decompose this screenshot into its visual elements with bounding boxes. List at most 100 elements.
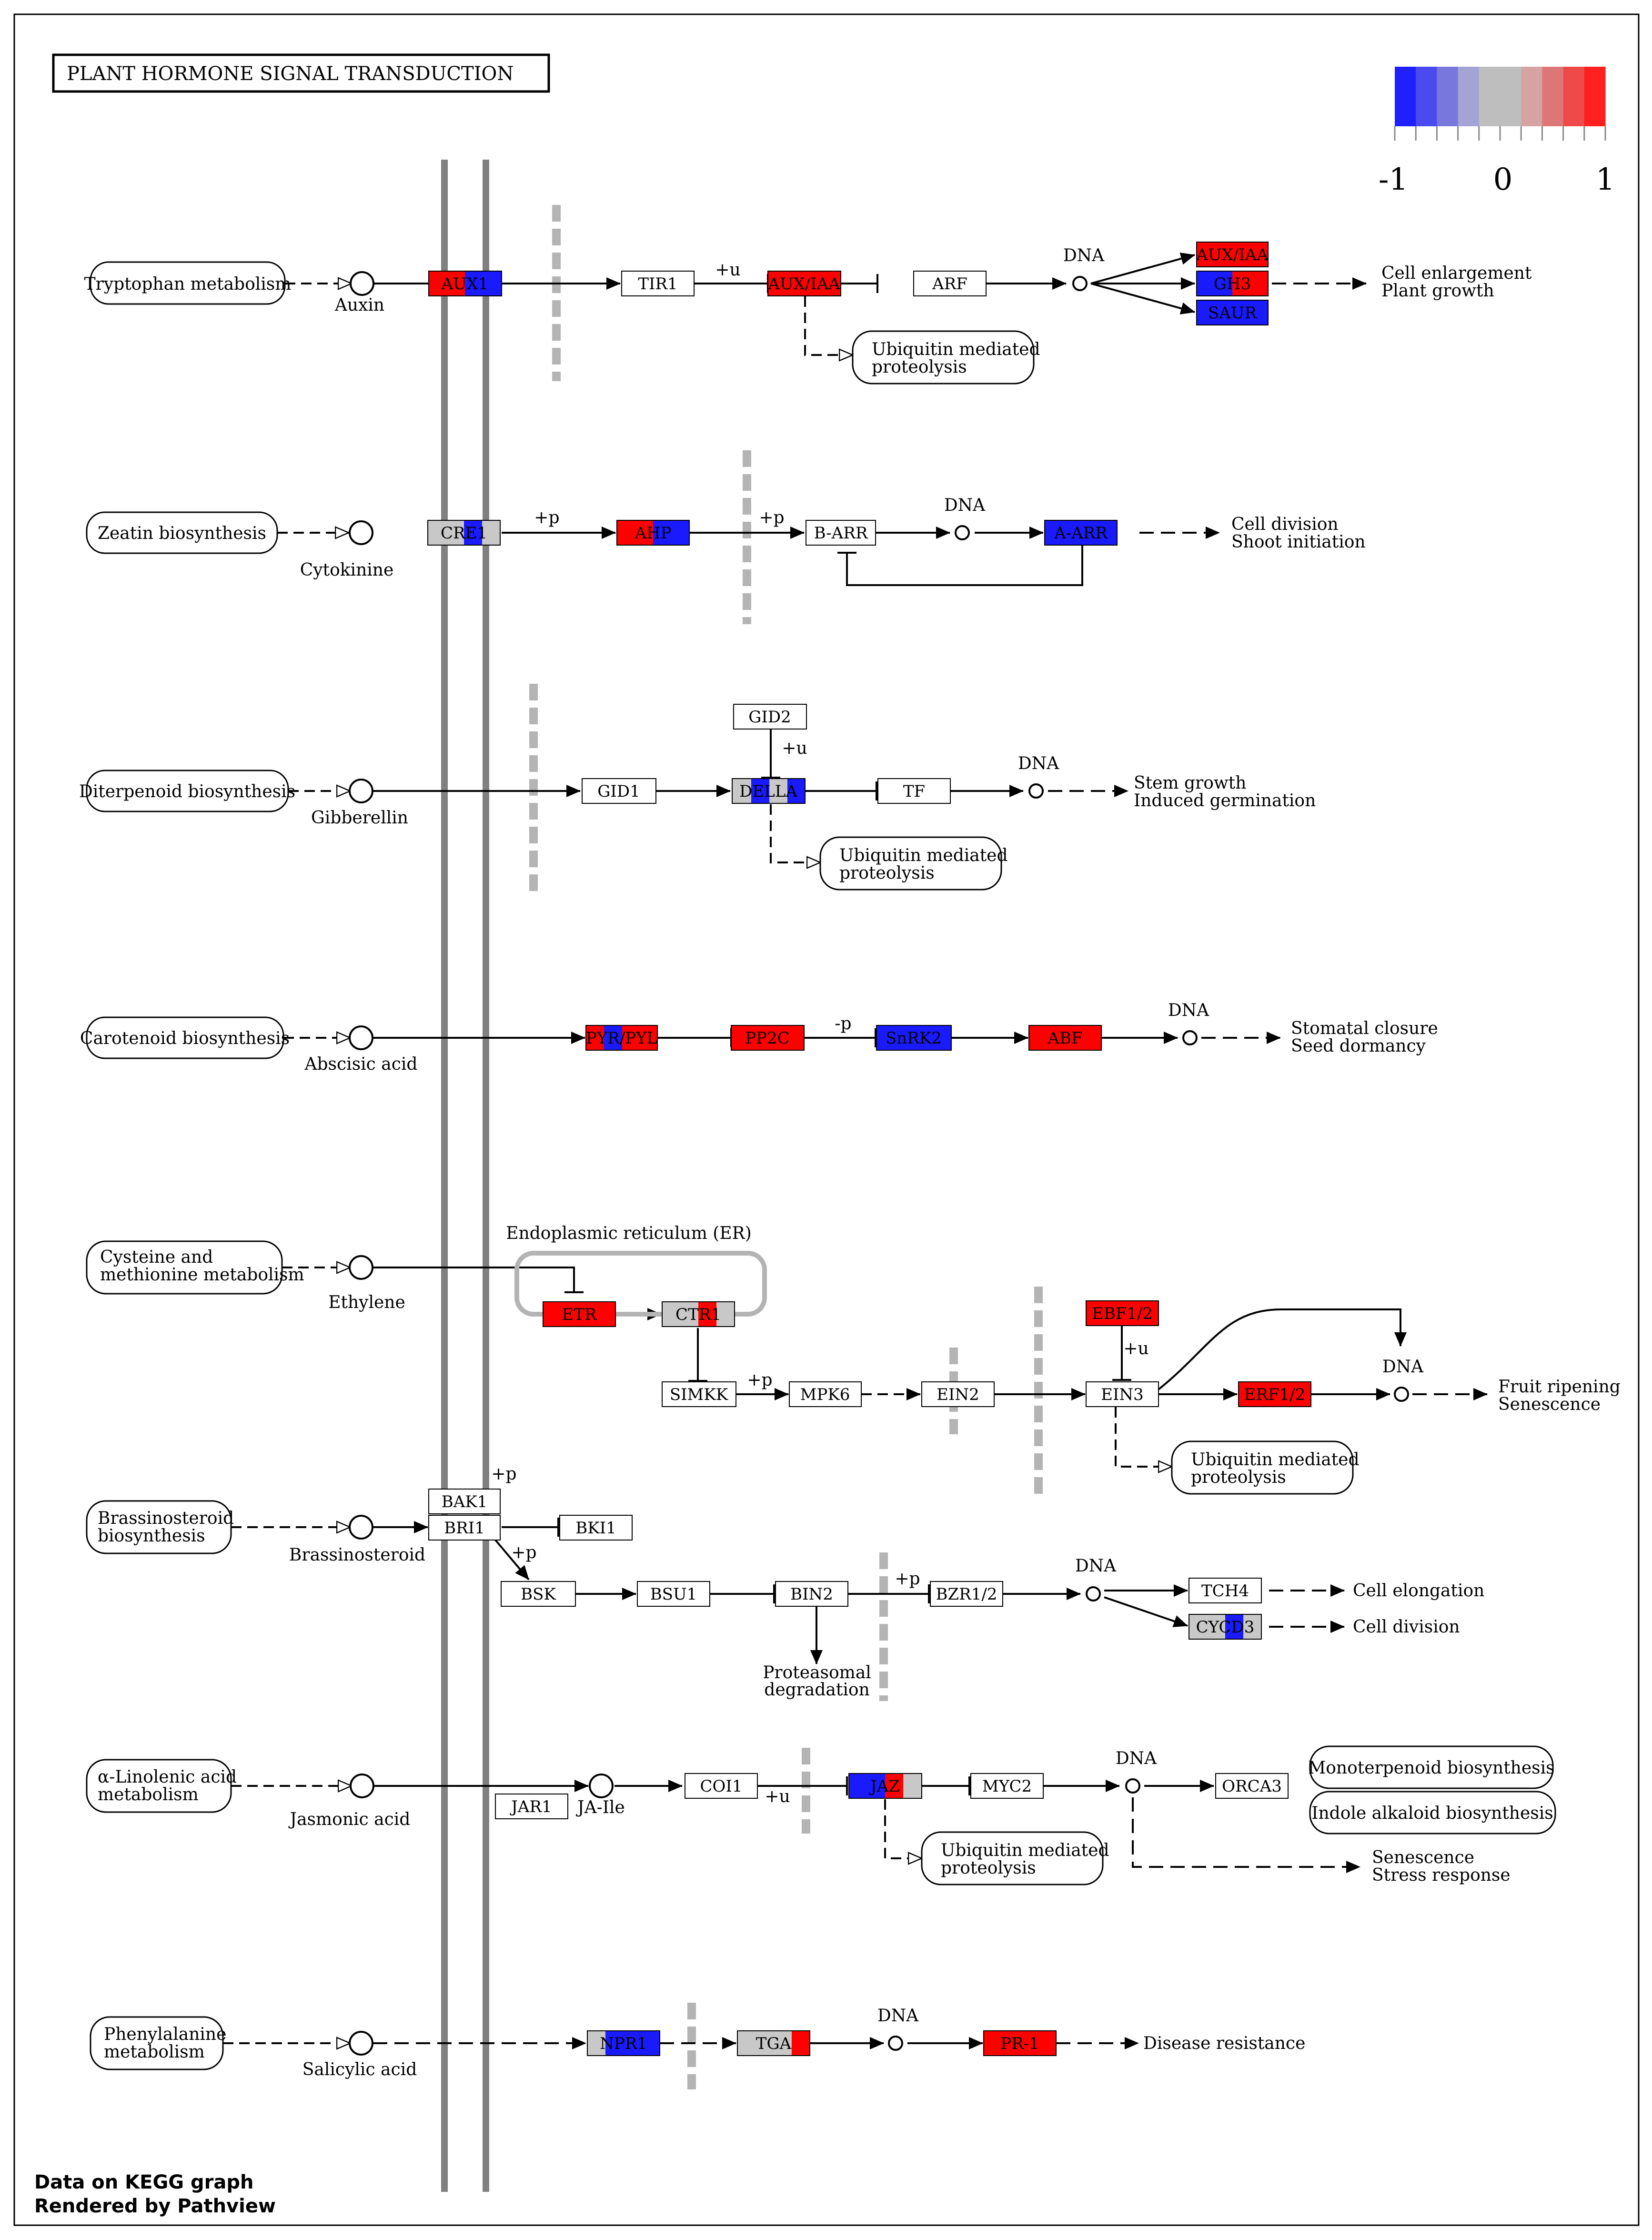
ubiquitin-map-4[interactable]: Ubiquitin mediated proteolysis xyxy=(921,1831,1109,1885)
gene-bin2[interactable]: BIN2 xyxy=(775,1581,848,1607)
footer-line-1: Data on KEGG graph xyxy=(34,2171,254,2193)
gene-npr1[interactable]: NPR1 xyxy=(587,2030,660,2056)
gene-label: CYCD3 xyxy=(1196,1618,1255,1637)
gene-gh3[interactable]: GH3 xyxy=(1196,271,1269,296)
modifier-label: +p xyxy=(534,508,559,527)
gene-bki1[interactable]: BKI1 xyxy=(559,1515,633,1541)
compound-label: Gibberellin xyxy=(311,808,408,828)
legend-min: -1 xyxy=(1379,162,1408,197)
gene-ein3[interactable]: EIN3 xyxy=(1086,1381,1159,1407)
gene-label: EIN3 xyxy=(1101,1385,1144,1404)
salicylic-circle xyxy=(349,2031,373,2056)
gene-auxiaa-2[interactable]: AUX/IAA xyxy=(1196,242,1269,267)
outcome-label: Cell division xyxy=(1353,1617,1460,1637)
gene-myc2[interactable]: MYC2 xyxy=(970,1773,1044,1799)
outcome-label: Plant growth xyxy=(1381,281,1494,301)
gene-pyr-pyl[interactable]: PYR/PYL xyxy=(585,1025,658,1051)
gene-cycd3[interactable]: CYCD3 xyxy=(1189,1614,1262,1640)
title-box: PLANT HORMONE SIGNAL TRANSDUCTION xyxy=(52,53,550,93)
gene-label: BAK1 xyxy=(442,1492,488,1511)
gene-etr[interactable]: ETR xyxy=(543,1301,616,1327)
ubiquitin-map-2[interactable]: Ubiquitin mediated proteolysis xyxy=(819,836,1008,891)
outcome-label: Cell division xyxy=(1231,515,1339,534)
gene-mpk6[interactable]: MPK6 xyxy=(789,1381,862,1407)
gene-pp2c[interactable]: PP2C xyxy=(731,1025,805,1051)
outcome-label: Cell enlargement xyxy=(1381,264,1532,283)
map-indole[interactable]: Indole alkaloid biosynthesis xyxy=(1309,1791,1556,1835)
gene-cre1[interactable]: CRE1 xyxy=(427,520,501,546)
map-label: α-Linolenic acid xyxy=(98,1767,237,1787)
gene-tga[interactable]: TGA xyxy=(737,2030,810,2056)
legend-cell xyxy=(1437,67,1459,126)
gene-b-arr[interactable]: B-ARR xyxy=(806,520,876,546)
dna-label: DNA xyxy=(944,496,986,515)
gene-label: CRE1 xyxy=(441,524,487,543)
gene-bsu1[interactable]: BSU1 xyxy=(637,1581,710,1607)
gene-ctr1[interactable]: CTR1 xyxy=(662,1301,735,1327)
map-phenylalanine[interactable]: Phenylalanine metabolism xyxy=(90,2016,226,2070)
gene-ein2[interactable]: EIN2 xyxy=(921,1381,995,1407)
dna-label: DNA xyxy=(1063,246,1105,265)
gene-ahp[interactable]: AHP xyxy=(616,520,690,546)
ja-ile-circle xyxy=(589,1774,614,1798)
map-zeatin[interactable]: Zeatin biosynthesis xyxy=(86,511,278,554)
gene-auxiaa[interactable]: AUX/IAA xyxy=(767,271,841,296)
gene-tir1[interactable]: TIR1 xyxy=(621,271,695,296)
gene-jaz[interactable]: JAZ xyxy=(848,1773,922,1799)
gene-abf[interactable]: ABF xyxy=(1028,1025,1102,1051)
map-carotenoid[interactable]: Carotenoid biosynthesis xyxy=(80,1016,290,1059)
gene-coi1[interactable]: COI1 xyxy=(685,1773,758,1799)
map-label: Diterpenoid biosynthesis xyxy=(79,782,295,801)
gene-saur[interactable]: SAUR xyxy=(1196,300,1269,325)
er-compartment xyxy=(514,1251,767,1317)
map-label: proteolysis xyxy=(1191,1468,1286,1487)
dna-circle-8 xyxy=(888,2036,903,2051)
map-linolenic[interactable]: α-Linolenic acid metabolism xyxy=(86,1759,237,1813)
outcome-label: Stress response xyxy=(1372,1865,1511,1885)
gene-arf[interactable]: ARF xyxy=(913,271,987,296)
nuclear-barriers xyxy=(529,205,1043,2089)
gene-bri1[interactable]: BRI1 xyxy=(428,1515,501,1541)
gene-bsk[interactable]: BSK xyxy=(501,1581,576,1607)
gene-gid1[interactable]: GID1 xyxy=(582,778,656,804)
outcome-label: Stem growth xyxy=(1134,773,1246,793)
map-brassino[interactable]: Brassinosteroid biosynthesis xyxy=(86,1500,234,1554)
er-label: Endoplasmic reticulum (ER) xyxy=(506,1224,752,1243)
ubiquitin-map-3[interactable]: Ubiquitin mediated proteolysis xyxy=(1171,1440,1360,1495)
map-label: methionine metabolism xyxy=(100,1265,304,1285)
gene-jar1[interactable]: JAR1 xyxy=(495,1794,568,1819)
gene-bak1[interactable]: BAK1 xyxy=(428,1489,501,1514)
gene-label: BIN2 xyxy=(790,1585,833,1604)
gene-tf[interactable]: TF xyxy=(877,778,951,804)
gene-gid2[interactable]: GID2 xyxy=(733,704,807,730)
map-cysteine[interactable]: Cysteine and methionine metabolism xyxy=(86,1240,304,1295)
gene-label: BZR1/2 xyxy=(936,1585,997,1604)
map-diterpenoid[interactable]: Diterpenoid biosynthesis xyxy=(79,770,295,812)
dna-circle-6 xyxy=(1086,1586,1101,1601)
gene-label: TIR1 xyxy=(638,274,677,294)
gene-label: BRI1 xyxy=(444,1519,485,1538)
gene-snrk2[interactable]: SnRK2 xyxy=(876,1025,952,1051)
modifier-label: +p xyxy=(511,1543,536,1562)
gene-orca3[interactable]: ORCA3 xyxy=(1215,1773,1289,1799)
gene-tch4[interactable]: TCH4 xyxy=(1189,1578,1262,1603)
map-label: Tryptophan metabolism xyxy=(84,274,292,294)
gene-aux1[interactable]: AUX1 xyxy=(428,271,502,296)
gene-label: TCH4 xyxy=(1201,1581,1249,1601)
color-legend: -1 0 1 xyxy=(1379,67,1615,197)
gene-erf12[interactable]: ERF1/2 xyxy=(1238,1381,1311,1407)
gene-a-arr[interactable]: A-ARR xyxy=(1044,520,1118,546)
gene-pr1[interactable]: PR-1 xyxy=(983,2030,1057,2056)
map-tryptophan[interactable]: Tryptophan metabolism xyxy=(84,261,292,305)
map-label: proteolysis xyxy=(872,357,967,377)
auxin-circle xyxy=(350,271,374,296)
gene-bzr12[interactable]: BZR1/2 xyxy=(930,1581,1003,1607)
map-label: Ubiquitin mediated xyxy=(839,846,1008,865)
ubiquitin-map-1[interactable]: Ubiquitin mediated proteolysis xyxy=(852,330,1040,385)
map-monoterpenoid[interactable]: Monoterpenoid biosynthesis xyxy=(1308,1745,1555,1789)
legend-max: 1 xyxy=(1596,162,1615,197)
gene-ebf12[interactable]: EBF1/2 xyxy=(1086,1300,1159,1326)
modifier-label: +u xyxy=(1123,1339,1148,1358)
gene-simkk[interactable]: SIMKK xyxy=(662,1381,736,1407)
gene-della[interactable]: DELLA xyxy=(732,778,806,804)
